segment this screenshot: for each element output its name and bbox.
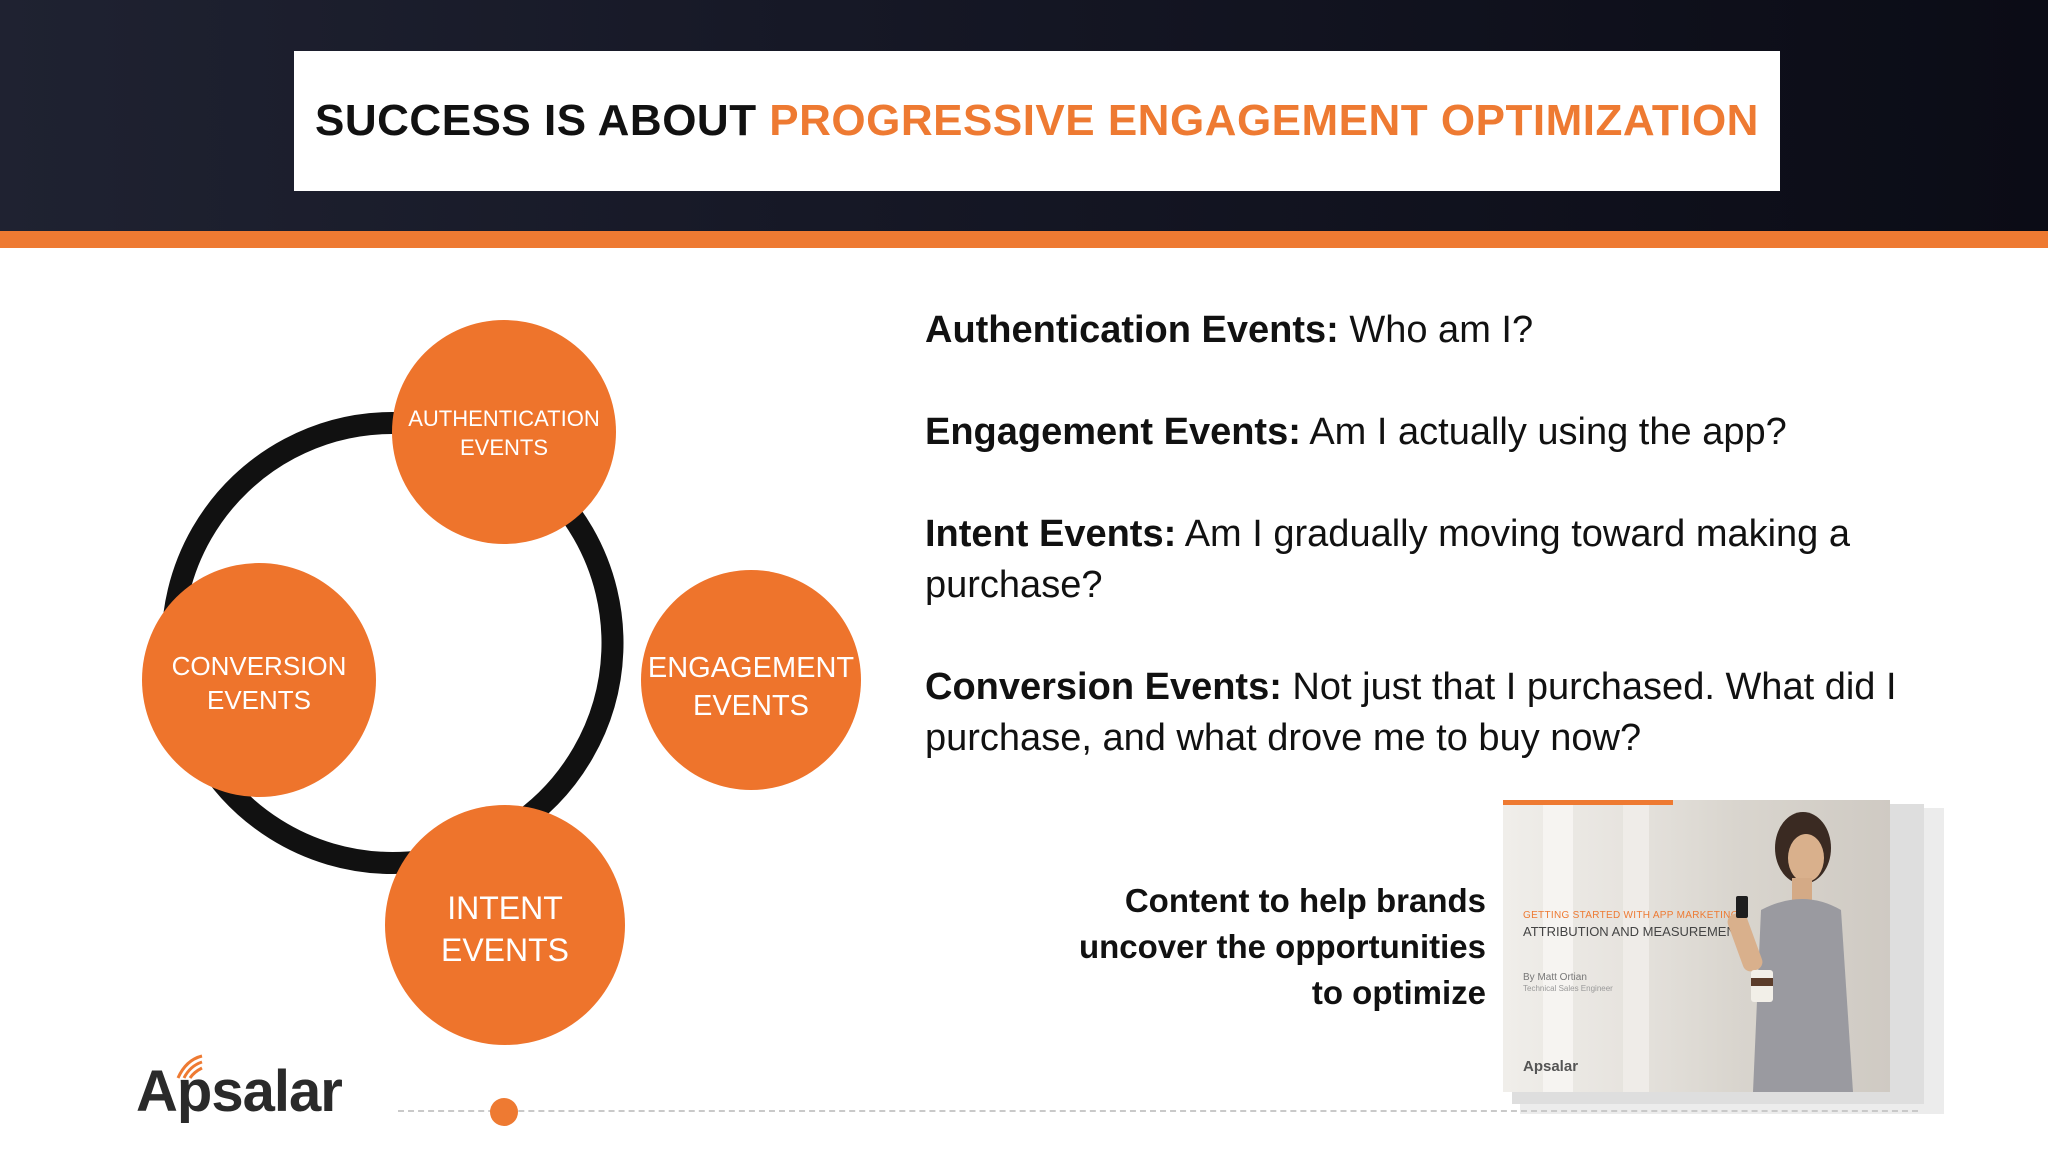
event-cycle-diagram	[142, 320, 861, 1045]
promo-line-1: Content to help brands	[1124, 882, 1486, 919]
definition-text: Who am I?	[1338, 309, 1534, 351]
engagement-circle	[641, 570, 861, 790]
authentication-label-line1: AUTHENTICATION	[408, 406, 600, 431]
intent-label-line1: INTENT	[447, 890, 563, 926]
definition-term: Intent Events:	[925, 513, 1177, 555]
logo-signal-icon	[176, 1054, 203, 1079]
definition-engagement: Engagement Events: Am I actually using t…	[925, 407, 1985, 458]
definition-text: Am I actually using the app?	[1300, 411, 1787, 453]
intent-label-line2: EVENTS	[440, 931, 570, 968]
slide-title: SUCCESS IS ABOUT PROGRESSIVE ENGAGEMENT …	[315, 96, 1759, 146]
logo-wordmark: Apsalar	[136, 1059, 343, 1124]
definition-term: Conversion Events:	[925, 666, 1282, 708]
definition-term: Engagement Events:	[925, 411, 1301, 453]
definition-text: Am I gradually moving toward making a pu…	[925, 513, 1851, 606]
cover-pillar	[1623, 800, 1649, 1092]
promo-caption: Content to help brands uncover the oppor…	[1040, 878, 1486, 1016]
ebook-thumbnail[interactable]: GETTING STARTED WITH APP MARKETING ATTRI…	[1500, 790, 1950, 1120]
logo-dot	[490, 1098, 518, 1126]
definition-intent: Intent Events: Am I gradually moving tow…	[925, 509, 1985, 611]
conversion-label: CONVERSION EVENTS	[154, 650, 364, 718]
definition-text: Not just that I purchased. What did I pu…	[925, 666, 1897, 759]
cover-author: By Matt Ortian	[1523, 972, 1587, 983]
definition-authentication: Authentication Events: Who am I?	[925, 305, 1985, 356]
cover-accent-bar	[1503, 800, 1673, 805]
definition-term: Authentication Events:	[925, 309, 1339, 351]
promo-line-2: uncover the opportunities	[1078, 928, 1486, 965]
title-box: SUCCESS IS ABOUT PROGRESSIVE ENGAGEMENT …	[294, 51, 1780, 191]
ebook-cover: GETTING STARTED WITH APP MARKETING ATTRI…	[1503, 800, 1890, 1092]
apsalar-logo: Apsalar	[136, 1054, 518, 1138]
cover-title: ATTRIBUTION AND MEASUREMENT	[1523, 924, 1744, 939]
cover-kicker: GETTING STARTED WITH APP MARKETING	[1523, 910, 1739, 921]
cover-brand: Apsalar	[1523, 1058, 1579, 1075]
engagement-label-line1: ENGAGEMENT	[647, 652, 855, 684]
cover-pillar	[1543, 800, 1573, 1092]
engagement-label: ENGAGEMENT EVENTS	[641, 650, 861, 725]
intent-label: INTENT EVENTS	[405, 888, 605, 971]
promo-line-3: to optimize	[1311, 974, 1486, 1011]
definition-conversion: Conversion Events: Not just that I purch…	[925, 662, 1985, 764]
authentication-circle	[392, 320, 616, 544]
title-highlight: PROGRESSIVE ENGAGEMENT OPTIMIZATION	[769, 96, 1759, 145]
conversion-label-line1: CONVERSION	[171, 651, 347, 681]
engagement-label-line2: EVENTS	[692, 689, 810, 722]
cover-woman-photo	[1727, 812, 1853, 1092]
authentication-label: AUTHENTICATION EVENTS	[404, 405, 604, 462]
footer-divider	[398, 1110, 1918, 1112]
event-definitions: Authentication Events: Who am I? Engagem…	[925, 305, 1985, 815]
intent-circle	[385, 805, 625, 1045]
authentication-label-line2: EVENTS	[459, 434, 549, 460]
cover-author-role: Technical Sales Engineer	[1523, 984, 1613, 993]
title-prefix: SUCCESS IS ABOUT	[315, 96, 770, 145]
conversion-circle	[142, 563, 376, 797]
cycle-ring	[161, 412, 624, 874]
conversion-label-line2: EVENTS	[206, 684, 312, 715]
header-accent-stripe	[0, 231, 2048, 248]
